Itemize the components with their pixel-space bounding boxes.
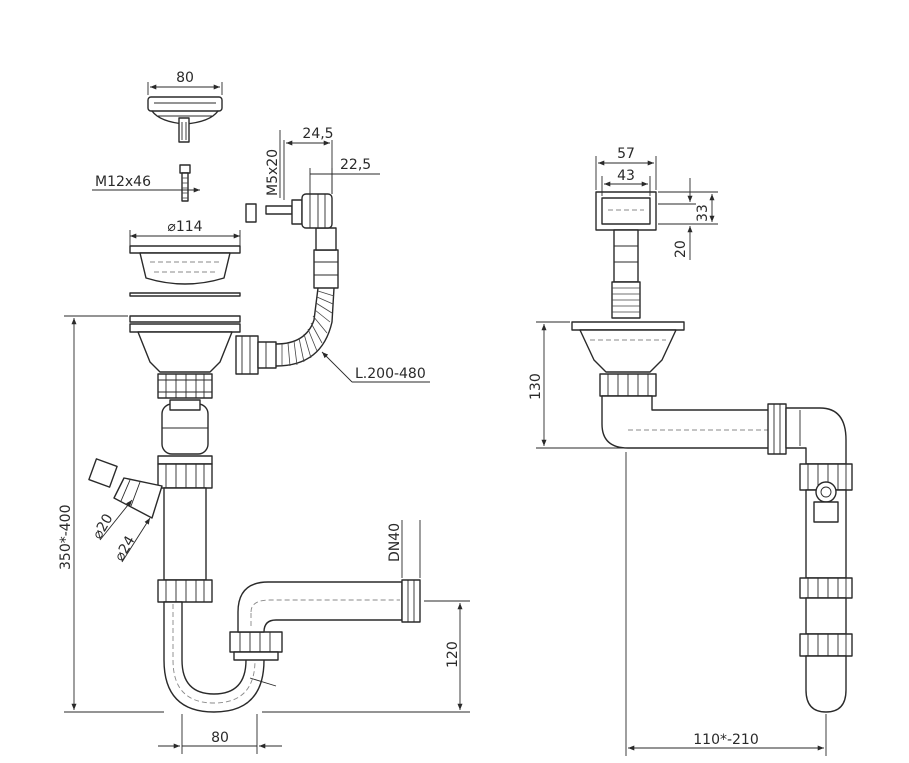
- inlet-d24-label: ⌀24: [112, 533, 139, 564]
- side-view: 57 43 33 20: [528, 146, 853, 756]
- outlet-elbow: [237, 579, 421, 633]
- overflow-head-outer-label: 57: [617, 146, 635, 162]
- strainer-width-label: 80: [176, 70, 194, 86]
- overflow-width-label: 24,5: [302, 126, 333, 142]
- u-trap: [163, 601, 283, 713]
- trap-width-label: 80: [211, 730, 229, 746]
- total-height-label: 350*-400: [58, 505, 74, 571]
- outlet-height-label: 120: [445, 641, 461, 668]
- flange-diameter-label: ⌀114: [167, 219, 202, 235]
- overflow-hose: [275, 227, 339, 367]
- bolt: [179, 164, 191, 202]
- overflow-head-face: [595, 191, 657, 319]
- inlet-d20-label: ⌀20: [90, 511, 117, 542]
- outlet-dn-label: DN40: [387, 523, 403, 562]
- front-view: 80 M12x46 ⌀114: [58, 70, 470, 754]
- bolt-label: M12x46: [95, 174, 151, 190]
- overflow-offset-label: 22,5: [340, 157, 371, 173]
- side-body: [571, 321, 685, 397]
- side-height-label: 130: [528, 373, 544, 400]
- side-trap: [799, 463, 853, 713]
- tailpiece: [157, 487, 213, 603]
- strainer-basket: [147, 96, 223, 143]
- overflow-head-depth-label: 20: [673, 240, 689, 258]
- drain-body: [129, 315, 277, 399]
- overflow-head-inner-label: 43: [617, 168, 635, 184]
- side-inlet: [88, 399, 213, 519]
- side-pipe: [601, 395, 847, 465]
- side-width-label: 110*-210: [693, 732, 759, 748]
- overflow-head-height-label: 33: [695, 204, 711, 222]
- overflow-head: [245, 193, 333, 229]
- sink-flange: [129, 230, 241, 297]
- hose-length-label: L.200-480: [355, 366, 426, 382]
- overflow-screw-label: M5x20: [265, 149, 281, 196]
